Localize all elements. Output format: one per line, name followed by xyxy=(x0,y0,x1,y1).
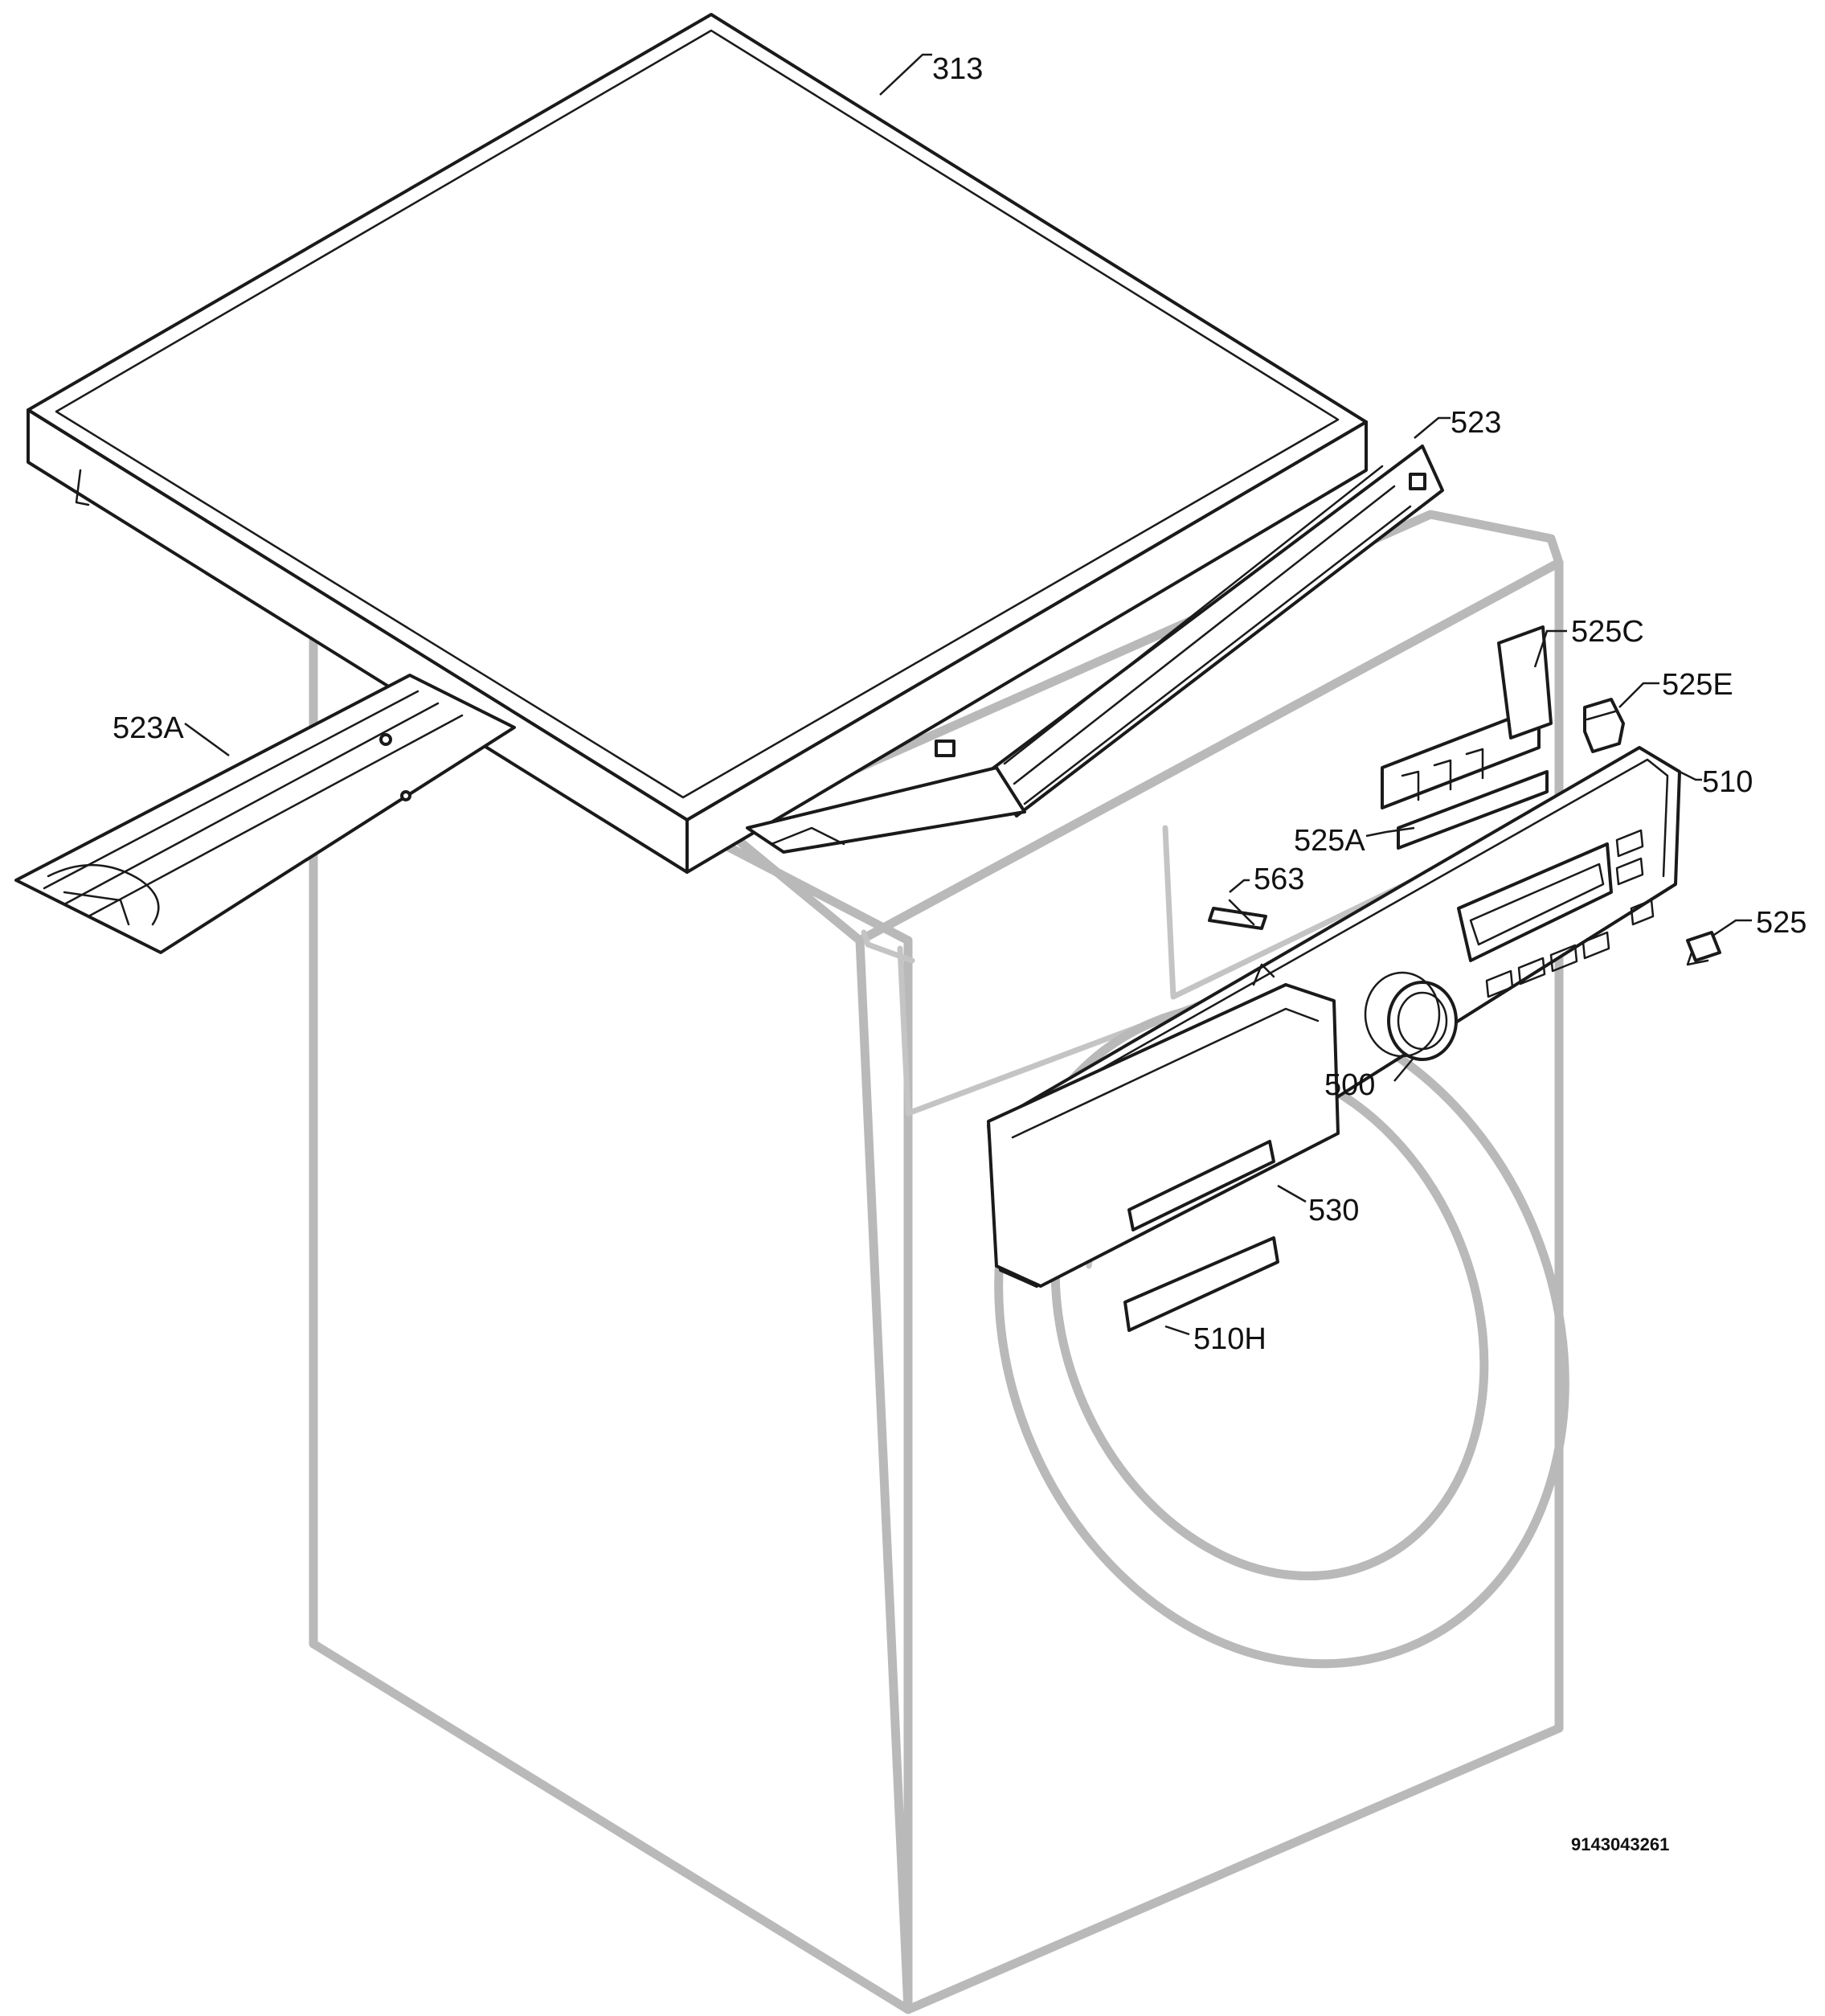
drawer-insert-part xyxy=(1123,1236,1279,1332)
top-lid-part xyxy=(27,13,1368,874)
part-label: 523 xyxy=(1451,406,1501,440)
part-label: 530 xyxy=(1308,1194,1359,1227)
button-holder-part xyxy=(1381,625,1553,850)
rear-rail-bracket-part xyxy=(746,445,1444,854)
part-labels: 313 523 523A 525C 525E 510 525A 563 525 … xyxy=(113,52,1807,1356)
part-label: 523A xyxy=(113,711,184,745)
button-cap-part xyxy=(1583,698,1625,753)
side-rail-part xyxy=(14,674,516,954)
pin-part xyxy=(1208,899,1267,930)
leader-lines xyxy=(184,53,1752,1336)
part-label: 313 xyxy=(932,52,983,86)
part-label: 500 xyxy=(1324,1068,1375,1102)
part-label: 525E xyxy=(1662,668,1733,702)
dispenser-drawer-part xyxy=(987,963,1340,1288)
part-label: 525A xyxy=(1294,824,1365,858)
part-label: 510H xyxy=(1193,1322,1266,1356)
part-label: 525 xyxy=(1756,906,1807,940)
switch-part xyxy=(1686,931,1721,966)
drawing-number: 9143043261 xyxy=(1571,1834,1669,1854)
part-label: 510 xyxy=(1702,765,1753,799)
part-label: 563 xyxy=(1254,863,1304,896)
part-label: 525C xyxy=(1571,615,1644,649)
